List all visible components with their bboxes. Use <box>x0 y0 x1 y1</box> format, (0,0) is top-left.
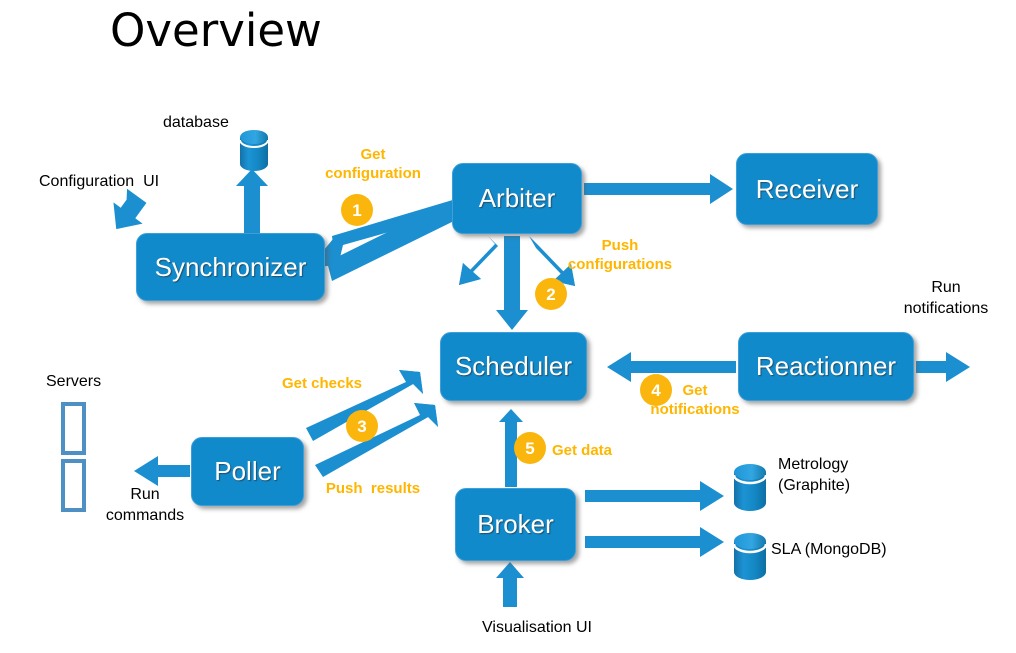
arrow-configuration-ui-to-synchronizer <box>113 188 147 230</box>
label-servers: Servers <box>46 373 102 390</box>
arrow-broker-to-sla <box>585 527 724 557</box>
label-sla: SLA (MongoDB) <box>771 541 887 558</box>
server-icon-1 <box>61 402 86 455</box>
node-scheduler[interactable]: Scheduler <box>440 332 587 401</box>
database-cylinder-metrology <box>732 464 768 511</box>
flow-label-get-configuration: Get configuration <box>325 146 421 183</box>
arrow-poller-get-checks <box>306 370 423 441</box>
node-receiver[interactable]: Receiver <box>736 153 878 225</box>
label-metrology: Metrology (Graphite) <box>778 456 851 494</box>
label-visualisation-ui: Visualisation UI <box>482 619 592 636</box>
node-poller[interactable]: Poller <box>191 437 304 506</box>
label-database: database <box>163 114 229 131</box>
step-circle-5: 5 <box>514 432 546 464</box>
step-circle-2: 2 <box>535 278 567 310</box>
label-run-commands: Run commands <box>105 486 185 524</box>
node-arbiter[interactable]: Arbiter <box>452 163 582 234</box>
label-run-notifications: Run notifications <box>903 279 989 317</box>
step-circle-3: 3 <box>346 410 378 442</box>
arrow-synchronizer-to-database <box>236 169 268 237</box>
arrow-poller-to-servers <box>134 456 190 486</box>
server-icon-2 <box>61 459 86 512</box>
arrow-reactionner-run-notifications <box>916 352 970 382</box>
database-cylinder-sla <box>732 533 768 580</box>
step-circle-1: 1 <box>341 194 373 226</box>
arrow-arbiter-fanout-left <box>459 236 498 285</box>
arrow-arbiter-to-synchronizer <box>310 185 471 281</box>
arrow-poller-push-results <box>315 403 438 477</box>
node-broker[interactable]: Broker <box>455 488 576 561</box>
arrow-broker-to-scheduler <box>499 409 523 487</box>
node-synchronizer[interactable]: Synchronizer <box>136 233 325 301</box>
arrow-broker-to-metrology <box>585 481 724 511</box>
label-configuration-ui: Configuration UI <box>39 173 160 190</box>
flow-label-push-results: Push results <box>325 480 421 497</box>
step-circle-4: 4 <box>640 374 672 406</box>
node-reactionner[interactable]: Reactionner <box>738 332 914 401</box>
flow-label-get-data: Get data <box>552 442 613 459</box>
flow-label-get-checks: Get checks <box>281 375 363 392</box>
arrow-reactionner-to-scheduler <box>607 352 736 382</box>
flow-label-push-configurations: Push configurations <box>567 237 673 274</box>
arrow-arbiter-to-scheduler <box>496 236 528 330</box>
arrow-visualisation-ui-to-broker <box>496 562 524 607</box>
database-cylinder-config <box>239 130 269 171</box>
page-title: Overview <box>110 4 322 57</box>
arrow-arbiter-to-receiver <box>584 174 733 204</box>
flow-label-get-notifications: Get notifications <box>650 382 740 419</box>
